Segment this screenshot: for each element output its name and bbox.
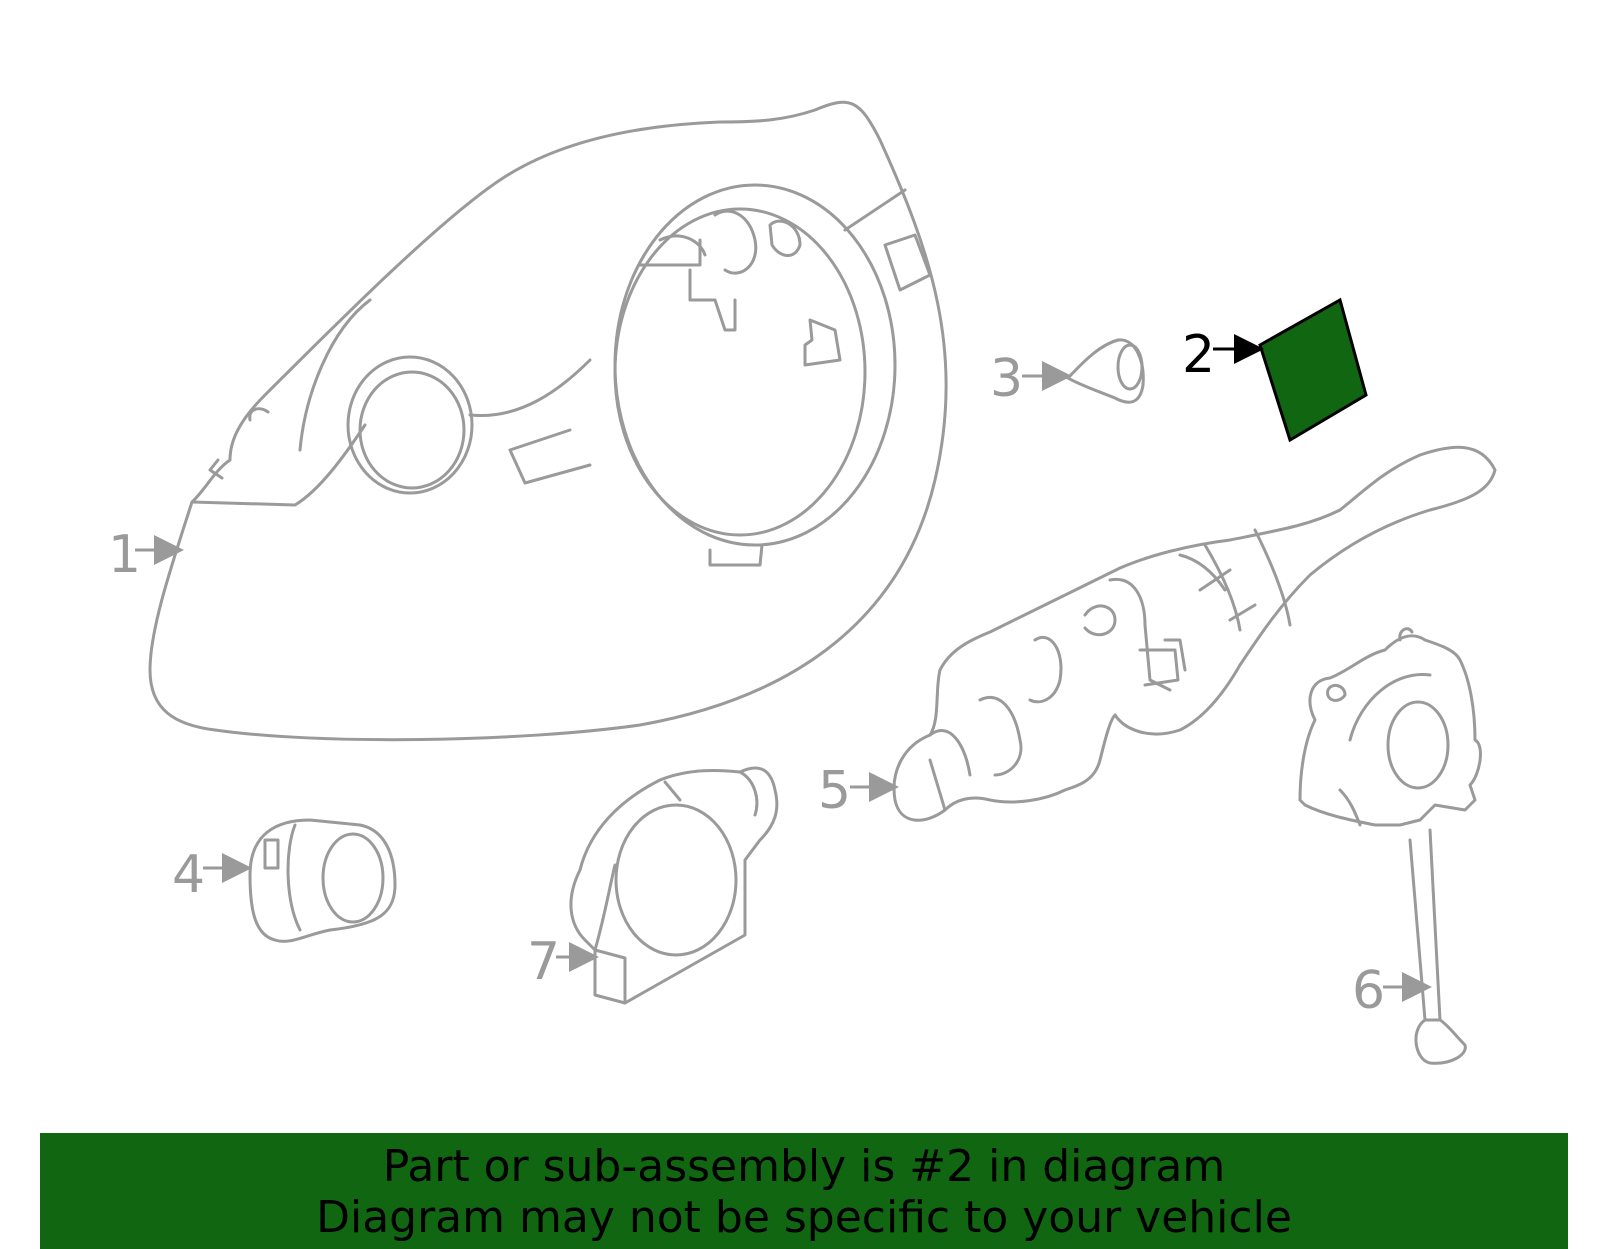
callout-7: 7 [527, 932, 599, 992]
callout-2-number: 2 [1182, 325, 1215, 385]
callout-5-number: 5 [818, 761, 851, 821]
callout-1: 1 [108, 525, 184, 585]
callout-2: 2 [1182, 325, 1264, 385]
part-1-headlamp-assembly[interactable] [148, 100, 948, 742]
part-4-bulb-socket[interactable] [248, 818, 397, 943]
part-3-clip[interactable] [1066, 338, 1145, 404]
callout-4: 4 [172, 845, 252, 905]
callout-7-number: 7 [527, 932, 560, 992]
callout-4-number: 4 [172, 845, 205, 905]
callout-6: 6 [1352, 961, 1432, 1021]
part-2-highlighted-pad[interactable] [1258, 297, 1368, 443]
banner-line-1: Part or sub-assembly is #2 in diagram [382, 1141, 1226, 1192]
callout-1-number: 1 [108, 525, 141, 585]
banner-line-2: Diagram may not be specific to your vehi… [316, 1192, 1292, 1243]
part-7-spiral-cable[interactable] [569, 766, 779, 1005]
part-5-combination-switch[interactable] [892, 445, 1497, 822]
callout-5: 5 [818, 761, 899, 821]
info-banner: Part or sub-assembly is #2 in diagram Di… [40, 1133, 1568, 1249]
part-6-steering-angle-sensor[interactable] [1298, 627, 1482, 1065]
callout-3: 3 [990, 349, 1072, 409]
callout-6-number: 6 [1352, 961, 1385, 1021]
callout-3-number: 3 [990, 349, 1023, 409]
